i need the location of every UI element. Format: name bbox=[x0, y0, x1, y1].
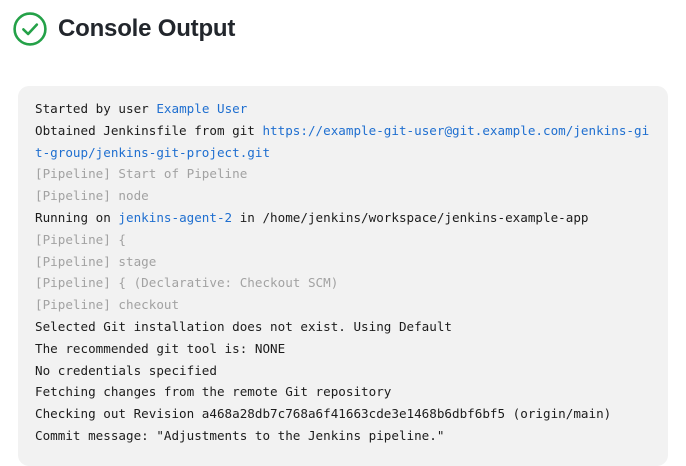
check-circle-icon bbox=[13, 12, 47, 46]
console-log-line: The recommended git tool is: NONE bbox=[35, 338, 652, 360]
page-title: Console Output bbox=[58, 15, 236, 42]
console-log-line: [Pipeline] Start of Pipeline bbox=[35, 163, 652, 185]
console-log-link[interactable]: https://example-git-user@git.example.com… bbox=[35, 122, 650, 160]
console-log-line: [Pipeline] { bbox=[35, 229, 652, 251]
console-log-text: [Pipeline] { (Declarative: Checkout SCM) bbox=[35, 275, 339, 291]
console-log-link[interactable]: jenkins-agent-2 bbox=[118, 209, 233, 225]
console-log-text: Fetching changes from the remote Git rep… bbox=[35, 384, 392, 400]
console-log-line: [Pipeline] checkout bbox=[35, 294, 652, 316]
console-log-text: Obtained Jenkinsfile from git bbox=[35, 122, 263, 138]
console-log-line: Fetching changes from the remote Git rep… bbox=[35, 381, 652, 403]
console-log-line: Obtained Jenkinsfile from git https://ex… bbox=[35, 120, 652, 164]
console-log-line: Selected Git installation does not exist… bbox=[35, 316, 652, 338]
console-log-text: [Pipeline] Start of Pipeline bbox=[35, 166, 248, 182]
console-log-line: Started by user Example User bbox=[35, 98, 652, 120]
console-log-link[interactable]: Example User bbox=[156, 101, 248, 116]
console-log-text: [Pipeline] stage bbox=[35, 253, 157, 269]
console-log-line: [Pipeline] { (Declarative: Checkout SCM) bbox=[35, 272, 652, 294]
page-header: Console Output bbox=[0, 0, 686, 46]
console-log-line: Commit message: "Adjustments to the Jenk… bbox=[35, 425, 652, 447]
console-log-line: [Pipeline] node bbox=[35, 185, 652, 207]
console-log-text: [Pipeline] { bbox=[35, 231, 126, 247]
console-log-text: Started by user bbox=[35, 101, 157, 116]
console-log-line: Running on jenkins-agent-2 in /home/jenk… bbox=[35, 207, 652, 229]
console-log-text: Commit message: "Adjustments to the Jenk… bbox=[35, 427, 445, 443]
console-log-text: The recommended git tool is: NONE bbox=[35, 340, 286, 356]
console-log-text: Checking out Revision a468a28db7c768a6f4… bbox=[35, 406, 612, 422]
console-log-text: No credentials specified bbox=[35, 362, 217, 378]
console-log-text: [Pipeline] node bbox=[35, 188, 149, 204]
console-log-text: [Pipeline] checkout bbox=[35, 297, 180, 313]
console-log-line: Checking out Revision a468a28db7c768a6f4… bbox=[35, 403, 652, 425]
console-log-line: [Pipeline] stage bbox=[35, 251, 652, 273]
console-log-text: in /home/jenkins/workspace/jenkins-examp… bbox=[232, 209, 589, 225]
console-log-text: Running on bbox=[35, 209, 119, 225]
console-log-line: No credentials specified bbox=[35, 360, 652, 382]
console-log-text: Selected Git installation does not exist… bbox=[35, 318, 453, 334]
